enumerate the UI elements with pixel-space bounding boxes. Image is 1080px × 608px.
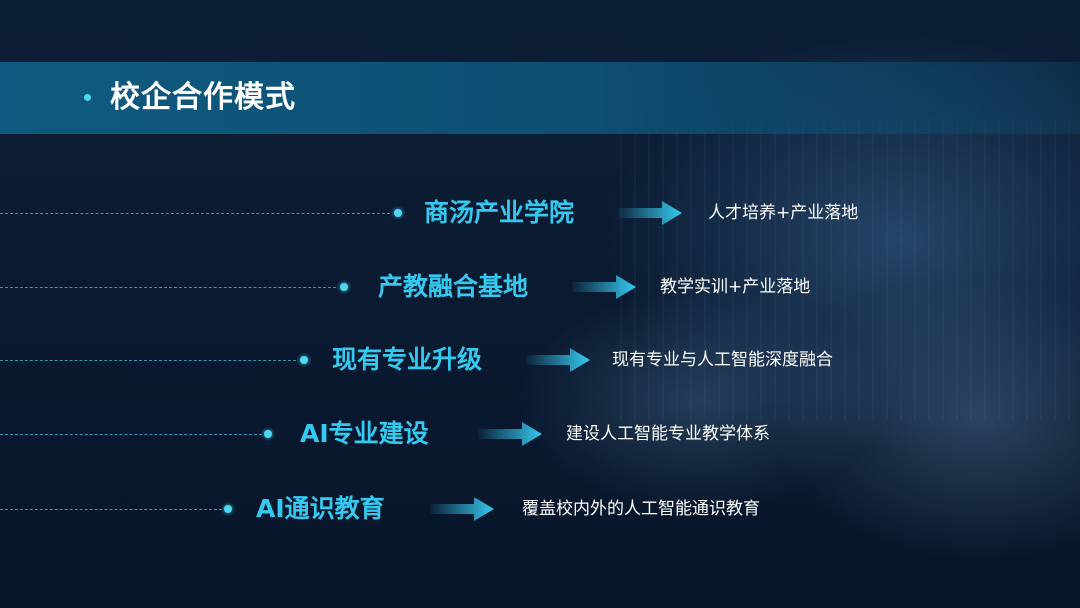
node-dot-icon xyxy=(340,283,348,291)
list-item: 商汤产业学院 人才培养+产业落地 xyxy=(0,193,1080,233)
header-bar xyxy=(0,62,1080,134)
arrow-right-icon xyxy=(618,201,682,225)
result-text: 教学实训+产业落地 xyxy=(660,277,811,297)
arrow-right-icon xyxy=(478,422,542,446)
model-label: AI通识教育 xyxy=(256,494,385,523)
result-text: 建设人工智能专业教学体系 xyxy=(566,424,770,444)
header-bullet-icon xyxy=(84,94,91,101)
list-item: 产教融合基地 教学实训+产业落地 xyxy=(0,267,1080,307)
result-text: 现有专业与人工智能深度融合 xyxy=(612,350,833,370)
model-label: 现有专业升级 xyxy=(332,345,483,374)
node-dot-icon xyxy=(224,505,232,513)
node-dot-icon xyxy=(300,356,308,364)
result-text: 人才培养+产业落地 xyxy=(708,203,859,223)
node-dot-icon xyxy=(264,430,272,438)
model-label: AI专业建设 xyxy=(300,419,429,448)
model-label: 产教融合基地 xyxy=(378,272,529,301)
background-data-visual xyxy=(620,120,1080,420)
arrow-right-icon xyxy=(572,275,636,299)
slide-title: 校企合作模式 xyxy=(110,80,296,115)
list-item: AI通识教育 覆盖校内外的人工智能通识教育 xyxy=(0,489,1080,529)
list-item: AI专业建设 建设人工智能专业教学体系 xyxy=(0,414,1080,454)
dashed-connector xyxy=(0,360,296,361)
model-label: 商汤产业学院 xyxy=(424,198,575,227)
node-dot-icon xyxy=(394,209,402,217)
result-text: 覆盖校内外的人工智能通识教育 xyxy=(522,499,760,519)
dashed-connector xyxy=(0,434,262,435)
dashed-connector xyxy=(0,287,336,288)
dashed-connector xyxy=(0,509,222,510)
dashed-connector xyxy=(0,213,390,214)
arrow-right-icon xyxy=(526,348,590,372)
list-item: 现有专业升级 现有专业与人工智能深度融合 xyxy=(0,340,1080,380)
arrow-right-icon xyxy=(430,497,494,521)
